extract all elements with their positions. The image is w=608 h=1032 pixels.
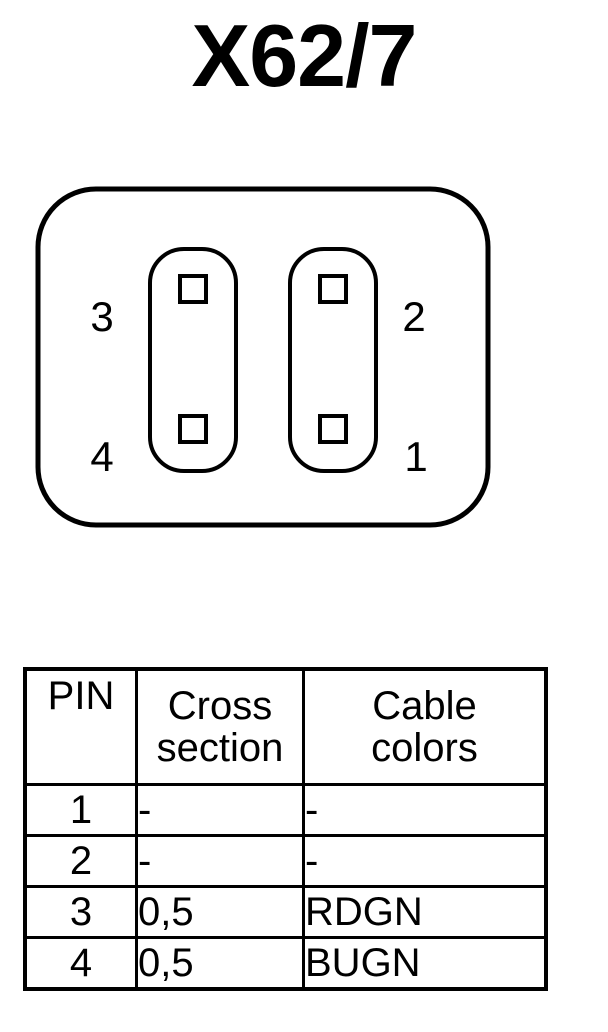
cell-pin: 4 xyxy=(23,936,138,991)
cell-cross-section: - xyxy=(135,783,305,837)
cell-pin: 2 xyxy=(23,834,138,888)
pin-4-square xyxy=(178,414,208,444)
cell-pin: 3 xyxy=(23,885,138,939)
header-cable-colors-line2: colors xyxy=(371,726,478,770)
cell-pin: 1 xyxy=(23,783,138,837)
cell-cable-color: RDGN xyxy=(302,885,548,939)
cell-cross-section: - xyxy=(135,834,305,888)
header-pin: PIN xyxy=(23,667,138,786)
table-row: 3 0,5 RDGN xyxy=(23,885,548,939)
header-cross-section-line1: Cross xyxy=(167,684,273,728)
pin-label-3: 3 xyxy=(90,293,114,340)
pin-assignment-table: PIN Cross section Cable colors 1 - - 2 -… xyxy=(23,667,548,991)
pin-1-square xyxy=(318,414,348,444)
connector-diagram xyxy=(35,186,491,528)
header-cable-colors-line1: Cable xyxy=(372,684,477,728)
pin-label-4: 4 xyxy=(90,433,114,480)
table-header-row: PIN Cross section Cable colors xyxy=(23,667,548,786)
connector-title: X62/7 xyxy=(191,6,418,105)
pin-label-1: 1 xyxy=(404,433,428,480)
table-row: 2 - - xyxy=(23,834,548,888)
contact-slot-left xyxy=(148,247,238,473)
connector-housing xyxy=(35,186,491,528)
cell-cable-color: BUGN xyxy=(302,936,548,991)
cell-cross-section: 0,5 xyxy=(135,936,305,991)
header-cross-section: Cross section xyxy=(135,667,305,786)
table-row: 1 - - xyxy=(23,783,548,837)
cell-cross-section: 0,5 xyxy=(135,885,305,939)
cell-cable-color: - xyxy=(302,834,548,888)
header-cable-colors: Cable colors xyxy=(302,667,548,786)
pin-label-2: 2 xyxy=(402,293,426,340)
table-row: 4 0,5 BUGN xyxy=(23,936,548,991)
header-cross-section-line2: section xyxy=(156,726,284,770)
pin-2-square xyxy=(318,274,348,304)
contact-slot-right xyxy=(288,247,378,473)
pin-3-square xyxy=(178,274,208,304)
cell-cable-color: - xyxy=(302,783,548,837)
